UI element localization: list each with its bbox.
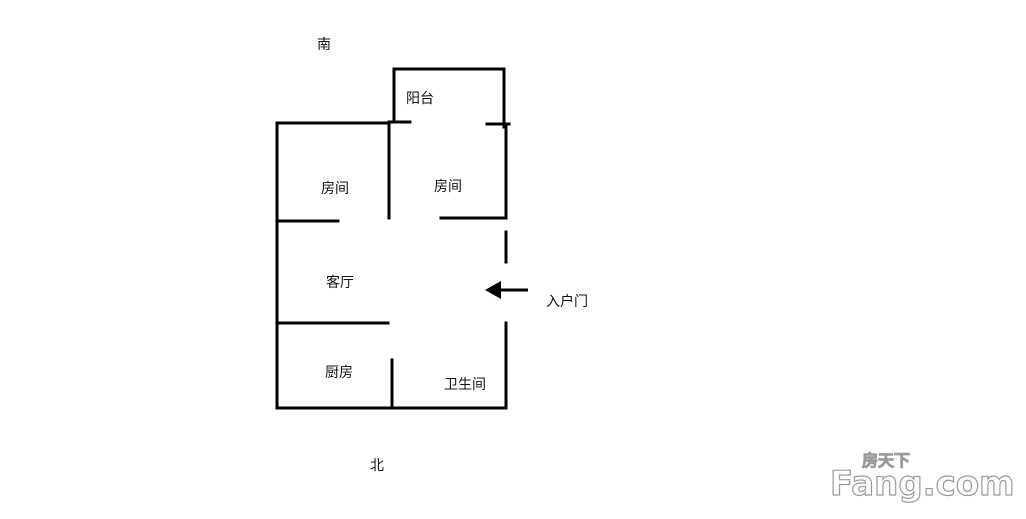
room-left-label: 房间 <box>321 181 349 197</box>
entrance-arrow-head <box>485 281 501 299</box>
compass-north-label: 北 <box>370 458 384 474</box>
interior-walls <box>275 121 508 410</box>
room-right-label: 房间 <box>434 179 462 195</box>
kitchen-label: 厨房 <box>325 365 353 381</box>
entrance-label: 入户门 <box>546 293 588 310</box>
watermark-main-text: Fang.com <box>830 464 1015 504</box>
balcony-walls <box>387 67 511 129</box>
entrance-arrow <box>485 281 528 299</box>
balcony-label: 阳台 <box>406 91 434 107</box>
bathroom-label: 卫生间 <box>444 377 486 393</box>
compass-south-label: 南 <box>317 37 331 53</box>
living-room-label: 客厅 <box>326 274 354 291</box>
outer-walls <box>275 121 508 410</box>
watermark-sub-text: 房天下 <box>862 451 910 470</box>
fang-logo-watermark: 房天下 Fang.com <box>829 451 1015 505</box>
